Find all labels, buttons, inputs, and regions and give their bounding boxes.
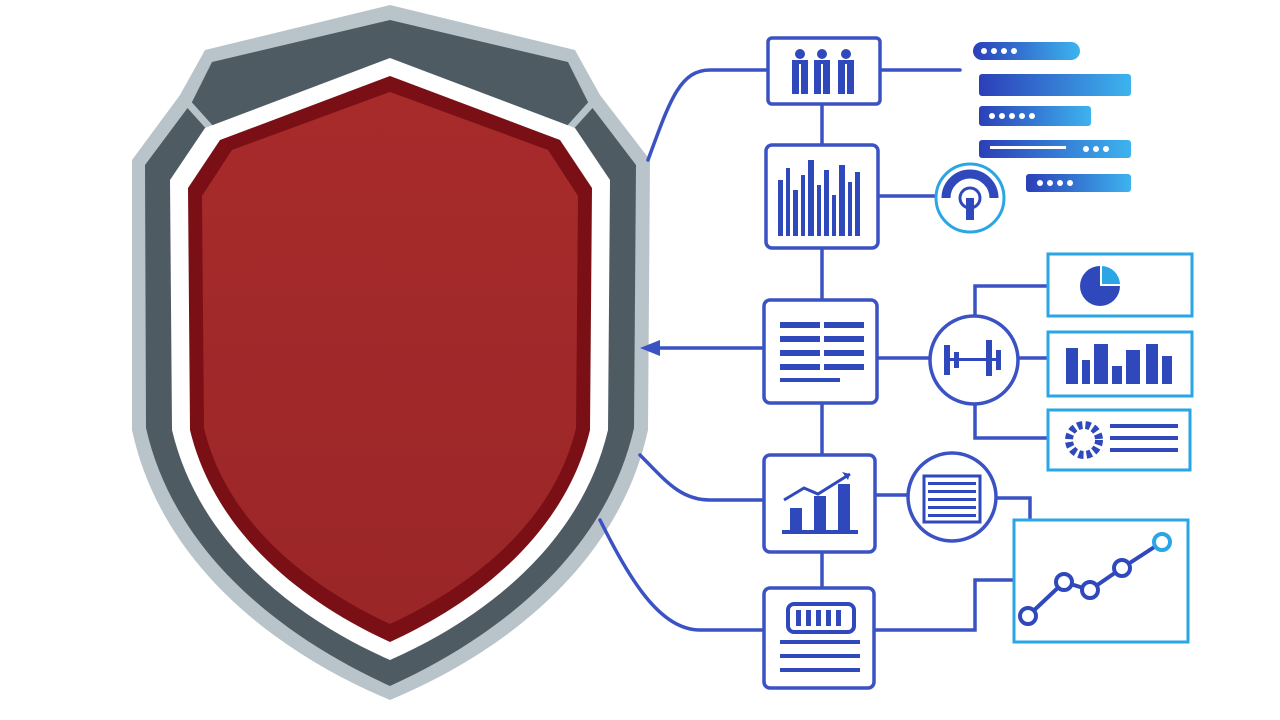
shield-icon: [132, 5, 650, 700]
donut-chart-icon: [1046, 408, 1192, 472]
gauge-icon: [934, 162, 1006, 234]
line-chart-icon: [1012, 518, 1190, 644]
bar-chart-icon: [764, 143, 880, 250]
pie-chart-icon: [1046, 252, 1194, 318]
analytics-hub-icon: [928, 314, 1020, 406]
data-bars: [973, 42, 1131, 192]
bar-panel-icon: [1046, 330, 1194, 398]
database-icon: [762, 586, 876, 690]
document-icon: [906, 451, 998, 543]
users-icon: [766, 36, 882, 106]
arrow-icon: [640, 340, 660, 356]
trending-up-icon: [762, 453, 877, 554]
connector-lines: [598, 68, 1050, 632]
list-icon: [762, 298, 879, 405]
